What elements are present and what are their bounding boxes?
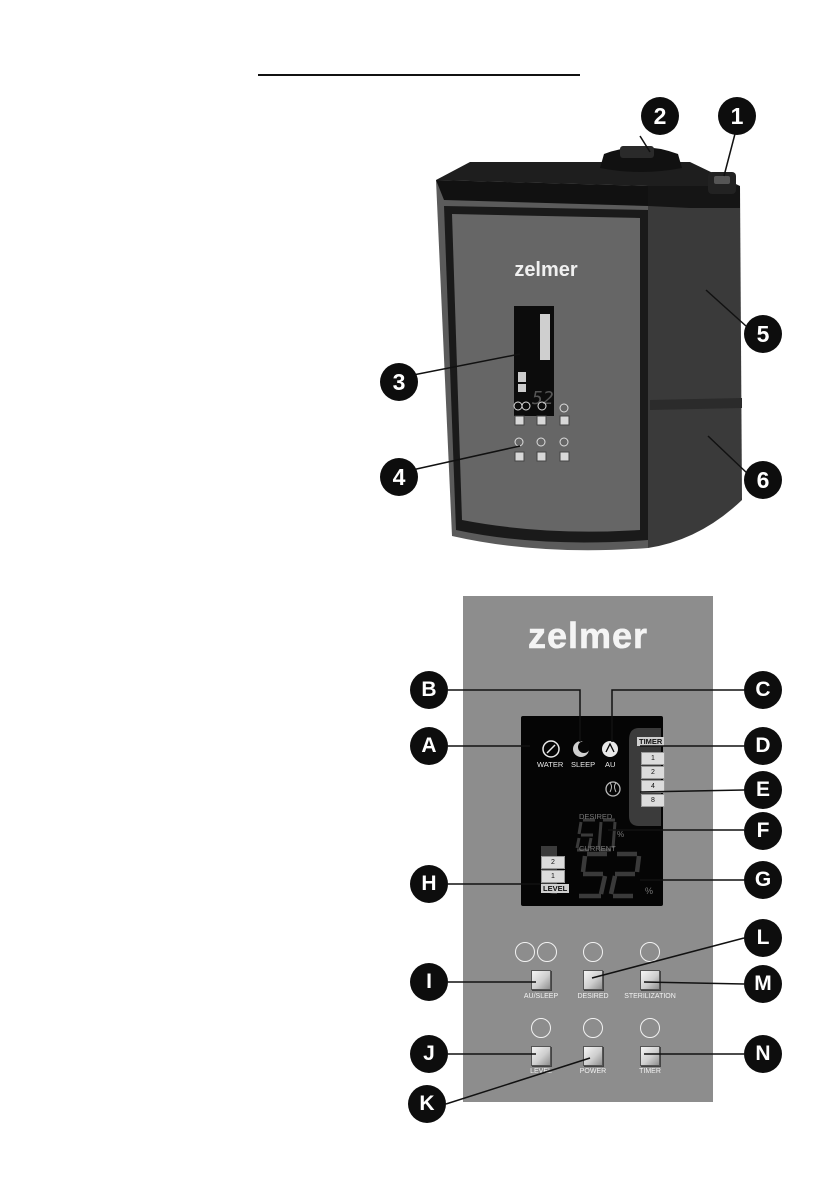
callout-n: N: [744, 1035, 782, 1073]
callout-m: M: [744, 965, 782, 1003]
callout-f: F: [744, 812, 782, 850]
callout-h: H: [410, 865, 448, 903]
callout-k: K: [408, 1085, 446, 1123]
callout-i: I: [410, 963, 448, 1001]
callout-a: A: [410, 727, 448, 765]
callout-j: J: [410, 1035, 448, 1073]
callout-c: C: [744, 671, 782, 709]
callout-e: E: [744, 771, 782, 809]
callout-g: G: [744, 861, 782, 899]
callout-d: D: [744, 727, 782, 765]
callout-b: B: [410, 671, 448, 709]
callout-l: L: [744, 919, 782, 957]
